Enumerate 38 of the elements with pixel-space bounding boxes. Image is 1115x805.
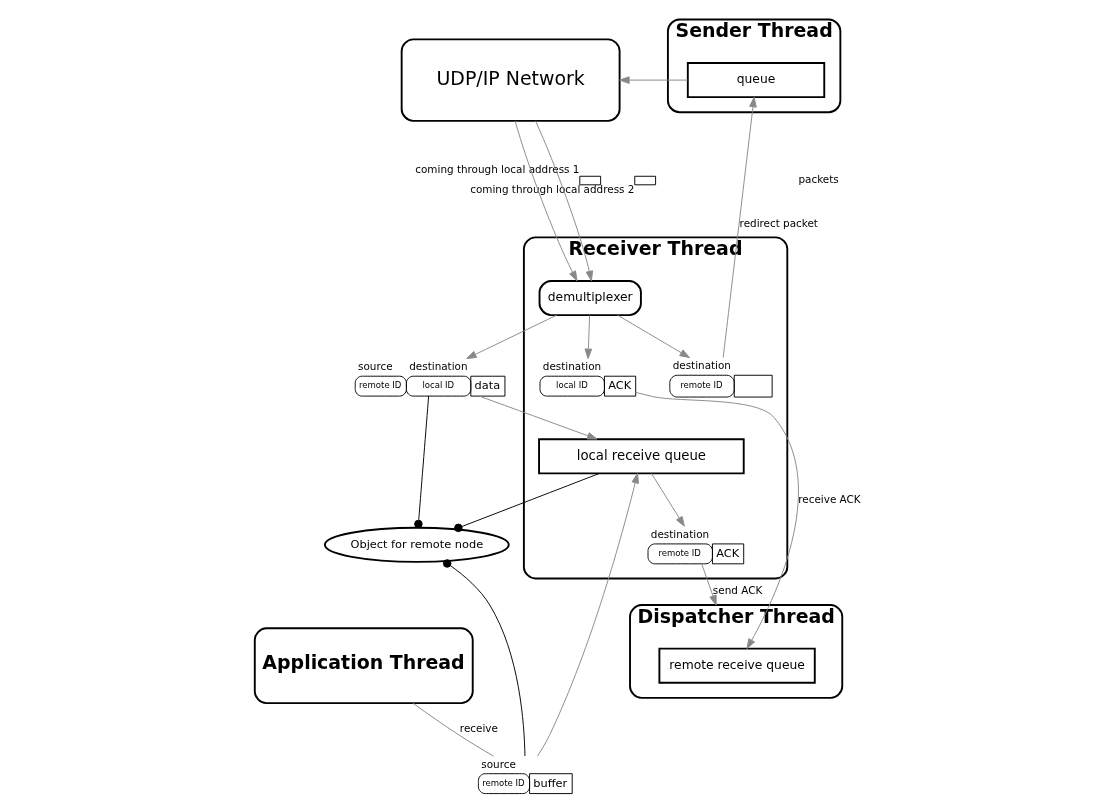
node-label: destination <box>542 360 601 373</box>
connector <box>442 559 525 757</box>
connector <box>453 472 600 533</box>
node-box <box>633 175 656 186</box>
arrow <box>618 76 688 84</box>
label: packets <box>797 173 839 186</box>
arrow <box>477 395 597 440</box>
node-label: source <box>480 757 516 770</box>
edge-label: receive ACK <box>797 492 861 505</box>
node-label: destination <box>672 359 731 372</box>
arrow <box>722 96 757 358</box>
node-label: source <box>357 360 393 373</box>
connector <box>411 702 494 757</box>
arrow <box>514 120 577 282</box>
node-box: remote receive queue <box>657 647 816 684</box>
arrow <box>634 391 799 650</box>
node-label: destination <box>408 360 468 373</box>
node-label: coming through local address 1 <box>414 163 579 176</box>
node-box: Application Thread <box>253 627 474 705</box>
connector <box>413 395 429 529</box>
edge-label: send ACK <box>712 584 762 597</box>
edge-label: receive <box>459 722 498 735</box>
node-box: demultiplexer <box>538 280 642 317</box>
node-label: destination <box>650 528 709 541</box>
arrow <box>616 314 690 359</box>
arrow <box>536 472 639 757</box>
node-ellipse: Object for remote node <box>323 526 510 563</box>
edge-label: redirect packet <box>739 216 818 229</box>
arrow <box>584 314 592 359</box>
arrow <box>650 473 685 527</box>
node-box: queue <box>686 62 825 99</box>
node-box <box>578 175 601 186</box>
node-box: UDP/IP Network <box>400 38 621 122</box>
node-box: local receive queue <box>537 438 745 475</box>
arrow <box>465 314 557 360</box>
arrow <box>534 120 593 282</box>
node-label: coming through local address 2 <box>469 183 634 196</box>
arrow <box>700 562 717 606</box>
